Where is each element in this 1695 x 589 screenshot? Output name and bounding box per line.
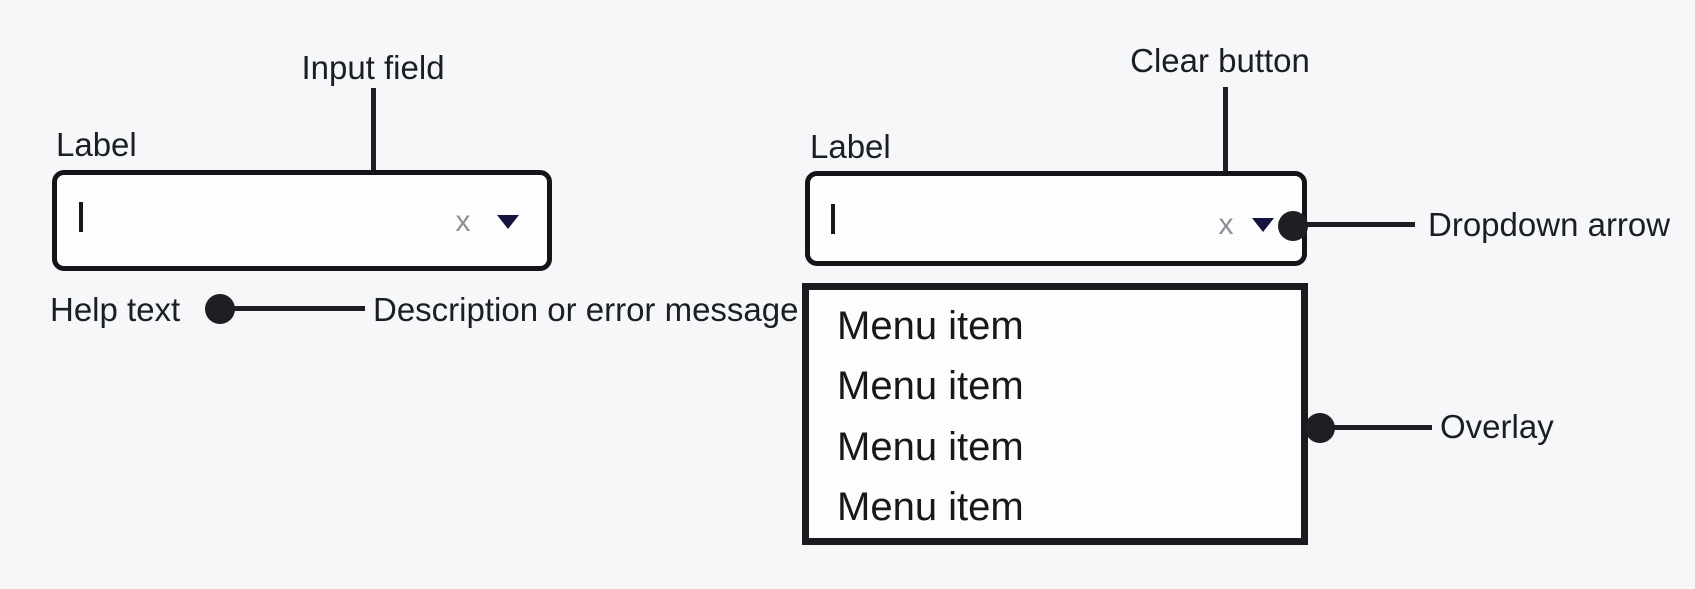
combobox-label: Label (56, 126, 137, 163)
menu-item[interactable]: Menu item (837, 364, 1024, 409)
dropdown-arrow-annotation-line (1295, 222, 1415, 227)
clear-button-annotation-line (1223, 87, 1228, 193)
menu-item[interactable]: Menu item (837, 303, 1024, 348)
overlay-annotation-line (1322, 425, 1432, 430)
overlay-annotation-label: Overlay (1440, 408, 1554, 445)
dropdown-arrow-icon[interactable] (1252, 218, 1274, 232)
combobox-label: Label (810, 128, 891, 165)
input-field-annotation-line (371, 88, 376, 188)
help-text: Help text (50, 291, 181, 328)
dropdown-arrow-annotation-label: Dropdown arrow (1428, 206, 1671, 243)
dropdown-arrow-icon[interactable] (497, 215, 519, 229)
clear-icon[interactable]: x (455, 205, 471, 238)
help-annotation-label: Description or error message (373, 291, 799, 328)
menu-overlay: Menu item Menu item Menu item Menu item (802, 283, 1308, 545)
help-annotation-line (222, 306, 365, 311)
combobox-input-field[interactable] (805, 171, 1307, 266)
input-field-annotation-label: Input field (301, 49, 445, 86)
clear-icon[interactable]: x (1218, 208, 1234, 241)
menu-item[interactable]: Menu item (837, 485, 1024, 530)
menu-item[interactable]: Menu item (837, 424, 1024, 469)
text-cursor (79, 202, 83, 232)
combobox-input-field[interactable] (52, 170, 552, 271)
text-cursor (831, 204, 835, 234)
clear-button-annotation-label: Clear button (1130, 42, 1310, 79)
